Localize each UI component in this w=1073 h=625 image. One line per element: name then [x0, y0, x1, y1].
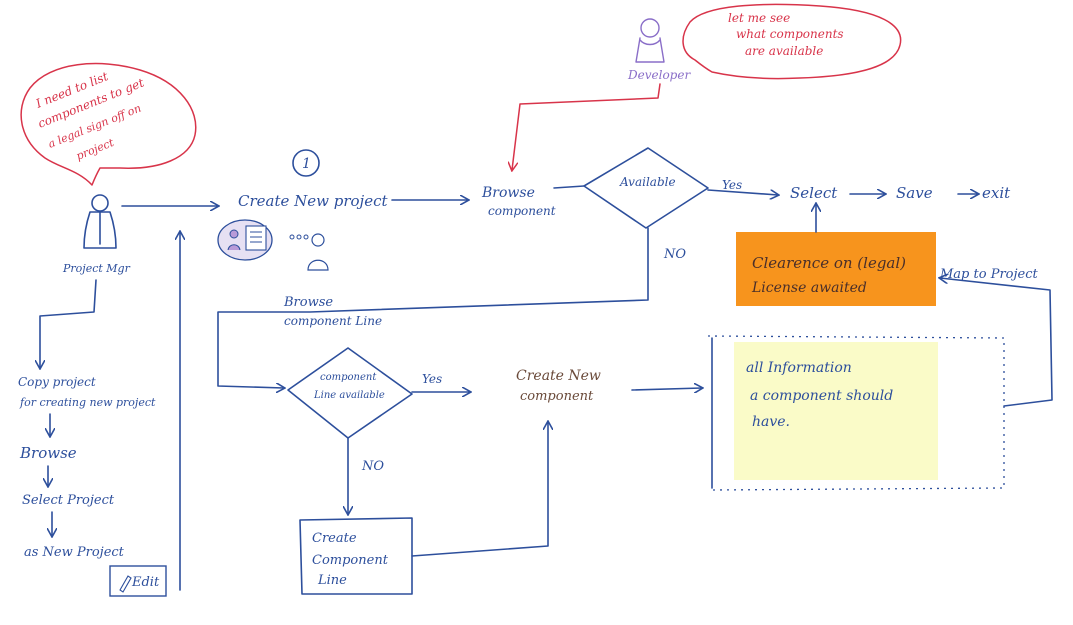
developer-head-icon	[640, 18, 660, 38]
project-manager-head-icon	[91, 194, 109, 212]
select-label: Select	[790, 184, 838, 202]
dev-thought-bubble: let me see what components are available	[682, 3, 902, 80]
legal-clearance-line-2: License awaited	[751, 280, 867, 296]
available-no-path	[217, 227, 649, 388]
create-component-line-label-1: Create	[312, 531, 357, 546]
create-component-to-info-arrow	[631, 388, 702, 390]
pm-to-copy-arrow	[40, 279, 97, 368]
component-info-note	[734, 342, 938, 480]
save-label: Save	[896, 184, 933, 202]
legal-clearance-note	[736, 232, 936, 306]
edit-label: Edit	[131, 575, 160, 590]
browse-component-line-label-2: component Line	[284, 314, 382, 328]
pm-thought-line-4: project	[74, 136, 116, 163]
as-new-project-label: as New Project	[24, 545, 125, 560]
component-line-label-1: component	[320, 372, 377, 383]
dev-thought-line-3: are available	[745, 44, 823, 58]
component-info-line-1: all Information	[746, 360, 852, 376]
component-line-decision-diamond	[287, 347, 413, 439]
component-info-line-2: a component should	[750, 388, 893, 404]
map-to-project-label: Map to Project	[939, 267, 1038, 282]
edit-pencil-icon	[119, 575, 132, 593]
edit-button[interactable]: Edit	[109, 565, 167, 597]
developer-figure: Developer	[627, 18, 691, 82]
create-component-line-box	[299, 517, 413, 595]
available-yes-label: Yes	[722, 178, 742, 192]
developer-label: Developer	[627, 68, 691, 82]
copy-project-label-2: for creating new project	[19, 396, 156, 409]
component-line-to-create-component-arrow	[411, 422, 548, 557]
legal-clearance-line-1: Clearence on (legal)	[752, 254, 906, 272]
copy-browse-label: Browse	[19, 444, 77, 462]
create-component-line-label-3: Line	[317, 573, 347, 588]
dev-thought-line-2: what components	[736, 27, 844, 41]
select-project-label: Select Project	[22, 493, 115, 508]
component-info-line-3: have.	[752, 414, 790, 430]
browse-component-label-1: Browse	[481, 185, 535, 201]
available-label: Available	[619, 175, 676, 189]
copy-project-label-1: Copy project	[18, 375, 96, 389]
meeting-doodle-icon	[217, 219, 329, 271]
create-new-component-label-2: component	[520, 389, 594, 404]
available-decision-diamond	[583, 147, 709, 229]
pm-thought-bubble: I need to list components to get a legal…	[20, 62, 197, 186]
project-manager-label: Project Mgr	[62, 262, 131, 275]
create-new-project-label: Create New project	[238, 192, 388, 210]
project-manager-body-icon	[83, 211, 117, 249]
create-component-line-label-2: Component	[312, 553, 389, 568]
browse-component-label-2: component	[488, 204, 556, 218]
step-1-number: 1	[302, 156, 311, 172]
step-1-marker: 1	[292, 149, 320, 177]
browse-component-line-label-1: Browse	[283, 295, 333, 310]
component-line-no-label: NO	[361, 459, 384, 474]
create-new-component-label-1: Create New	[516, 368, 601, 384]
dev-thought-line-1: let me see	[728, 11, 790, 25]
exit-label: exit	[982, 184, 1011, 202]
map-to-project-path	[940, 278, 1053, 407]
component-line-yes-label: Yes	[422, 372, 442, 386]
component-line-label-2: Line available	[313, 390, 385, 401]
info-box-outline	[707, 335, 1005, 491]
available-no-label: NO	[663, 247, 686, 262]
developer-body-icon	[635, 37, 665, 63]
browse-to-available-line	[553, 185, 585, 189]
project-manager-figure: Project Mgr	[62, 194, 131, 275]
developer-to-browse-arrow	[512, 83, 661, 170]
available-yes-arrow	[707, 189, 778, 195]
